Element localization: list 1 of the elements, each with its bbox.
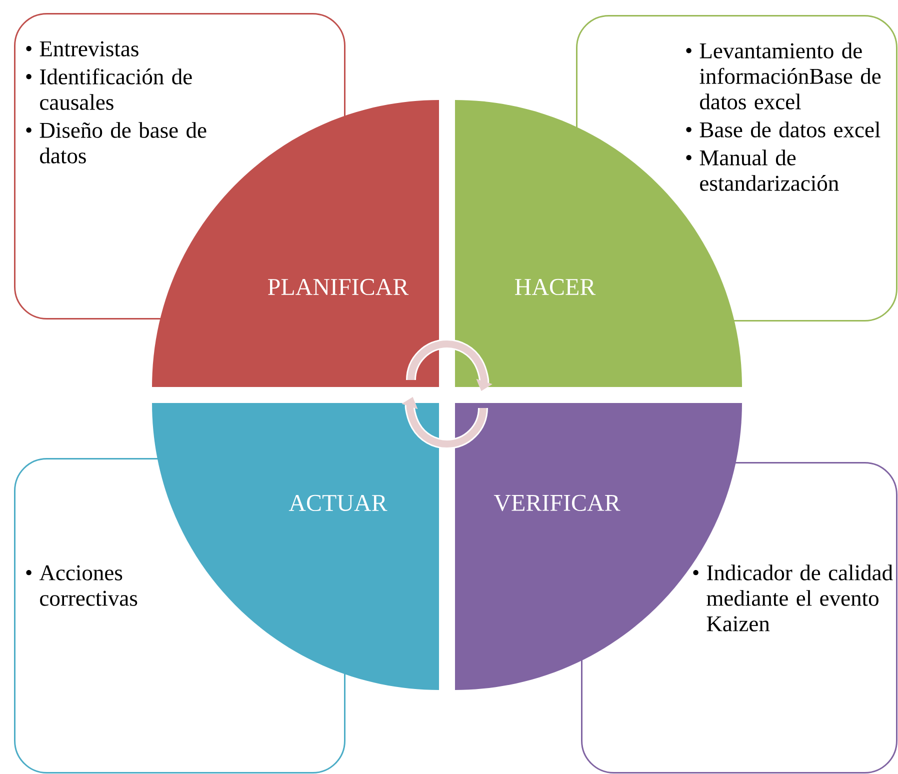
quadrant: ACTUAR bbox=[152, 403, 439, 690]
